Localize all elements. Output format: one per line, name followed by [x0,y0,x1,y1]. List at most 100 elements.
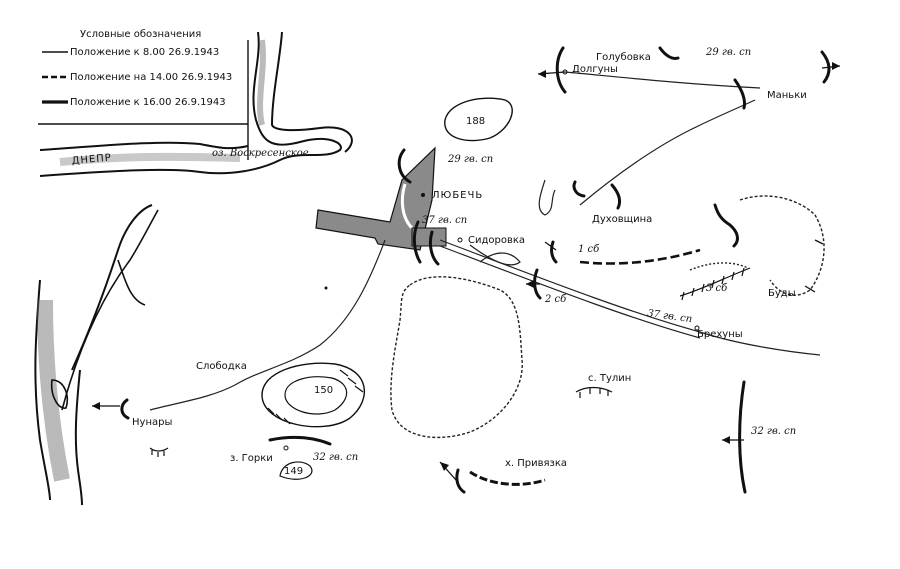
river-bank-right [270,31,353,153]
road-lyubech-brekhuny-2 [439,245,701,339]
arrow-2sb-head [526,280,534,288]
label-manki: Маньки [767,90,807,101]
front-dukhovshchina-west [572,180,586,198]
arrow-nunary-west-head [92,402,100,410]
lyubech-town: ЛЮБЕЧЬ [315,146,483,251]
road-dukhovshchina-manki [579,99,756,206]
markers [283,69,700,451]
label-nunary: Нунары [132,417,172,428]
unit-29-lyubech: 29 гв. сп [447,154,493,165]
marker-lyubech [421,193,425,197]
forests [390,195,825,439]
front-gorki [268,435,332,446]
road-lyubech-brekhuny [439,239,821,356]
label-privyazka: х. Привязка [505,458,567,469]
hill-150-outer-contour [261,362,366,428]
road-dukhovshchina-spur [538,179,556,216]
lyubech-built-up-area [315,146,436,251]
label-height-188: 188 [466,116,485,127]
front-3sb-hatching [681,267,745,301]
road-lyubech-sloboda [149,239,386,411]
label-golubovka: Голубовка [596,52,651,63]
left-river-bank-1 [34,279,51,501]
marker-brekhuny [694,325,700,331]
left-river-branch-3 [117,259,146,306]
river-texture [257,39,266,126]
label-brekhuny: Брехуны [697,329,743,340]
lyubech-station [411,227,447,247]
label-dukhovshchina: Духовщина [592,214,652,225]
arrow-manki-east-head [832,62,840,70]
label-voskresenskoe: оз. Воскресенское [212,148,309,159]
front-nunary [120,398,130,420]
arrows [92,62,841,481]
lyubech-street [400,183,414,230]
unit-3sb: 3 сб [706,283,728,294]
front-dolguny [555,46,567,94]
trench-hill-150 [339,369,364,393]
legend-item-3: Положение к 16.00 26.9.1943 [70,97,226,108]
unit-2sb: 2 сб [544,294,567,305]
label-lyubech: ЛЮБЕЧЬ [432,190,483,201]
left-river-island [50,379,68,409]
unit-29-top: 29 гв. сп [705,47,751,58]
label-height-149: 149 [284,466,303,477]
unit-labels: 29 гв. сп 29 гв. сп 37 гв. сп 37 гв. сп … [313,47,796,463]
trench-hill-150-west [267,407,291,425]
label-dolguny: Долгуны [572,64,618,75]
arrow-privyazka-head [440,462,449,471]
front-privyazka-west [455,468,466,494]
front-lyubech-north [397,148,412,184]
front-32-right [738,380,747,494]
marker-dot [324,286,328,290]
legend-item-2: Положение на 14.00 26.9.1943 [70,72,232,83]
label-sloboda: Слободка [196,361,247,372]
legend: Условные обозначения Положение к 8.00 26… [38,29,249,160]
front-privyazka-dashed [469,470,546,486]
left-river-bank-2 [74,369,83,506]
front-budy-north [713,203,739,248]
arrow-1sb [544,241,557,251]
left-river-texture [37,299,70,482]
trench-tulin [575,386,613,398]
forest-boundary-budy [689,262,749,271]
front-golubovka [658,46,680,60]
trench-nunary [149,447,169,457]
front-2sb [533,268,542,300]
arrow-32-west-head [722,436,730,444]
river-bank-upper [39,31,342,177]
front-3sb [679,267,751,297]
river-bank-lower [39,141,249,151]
label-height-150: 150 [314,385,333,396]
label-tulin: с. Тулин [588,373,631,384]
roads [149,71,821,411]
marker-gorki [283,445,289,451]
unit-32-gorki: 32 гв. сп [313,452,358,463]
front-1sb-dashed-advance [579,248,701,265]
front-dukhovshchina-east [610,183,622,210]
marker-sidorovka [457,237,463,243]
unit-32-right: 32 гв. сп [751,426,796,437]
road-dolguny-manki [564,71,761,89]
river-texture-2 [59,152,241,166]
label-gorki: з. Горки [230,453,273,464]
arrow-dolguny-west-head [538,70,546,78]
legend-item-1: Положение к 8.00 26.9.1943 [70,47,219,58]
place-labels: Сидоровка Духовщина Голубовка Долгуны Ма… [132,52,807,469]
front-lyubech-37-b [428,230,440,266]
label-sidorovka: Сидоровка [468,235,525,246]
hill-149-contour [279,461,313,480]
label-budy: Буды [768,288,796,299]
front-lines [120,46,831,494]
forest-boundary-central [390,276,523,439]
front-1sb [550,240,558,264]
unit-1sb: 1 сб [578,244,600,255]
label-dnepr: ДНЕПР [71,153,112,167]
hill-188-contour [444,97,513,142]
left-river [34,204,159,506]
unit-37-lyubech: 37 гв. сп [422,215,467,226]
left-river-branch-2 [61,209,159,411]
hill-150-inner-contour [284,376,348,415]
front-lyubech-37 [412,220,422,264]
